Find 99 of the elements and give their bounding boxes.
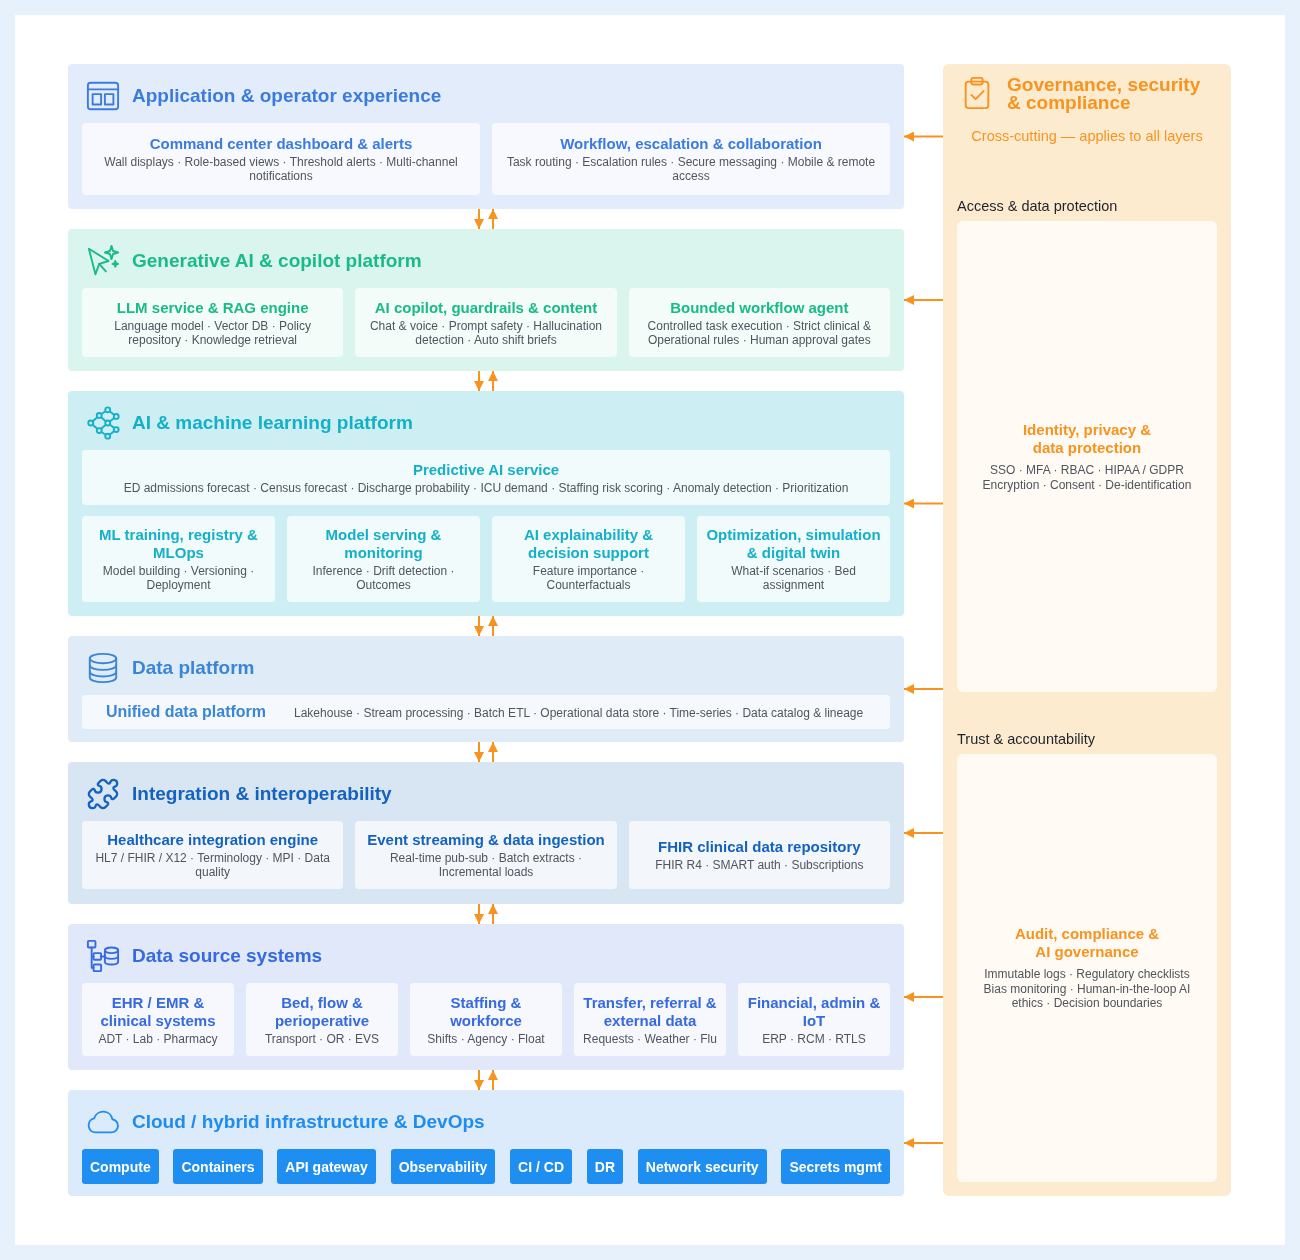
control-title: Audit, compliance & AI governance — [1013, 925, 1161, 962]
layer-panel — [68, 924, 904, 1070]
card-description: Lakehouse · Stream processing · Batch ETL · Operational data store · Time-series · Data catalog & lineage — [294, 706, 864, 720]
arrow — [488, 370, 498, 392]
control-title: Identity, privacy & data protection — [1021, 421, 1153, 457]
layer-title: AI & machine learning platform — [132, 412, 413, 434]
component-card — [287, 516, 480, 602]
layer-title: Integration & interoperability — [132, 783, 392, 805]
arrow — [474, 208, 484, 230]
service-tag: Observability — [390, 1149, 496, 1184]
card-description: Controlled task execution · Strict clinical & Operational rules · Human approval gates — [646, 318, 873, 347]
layer-panel — [68, 229, 904, 371]
card-title: Command center dashboard & alerts — [149, 135, 413, 153]
card-title: Predictive AI service — [412, 460, 560, 479]
component-card — [628, 288, 890, 357]
arrow — [488, 741, 498, 763]
card-title: Optimization, simulation & digital twin — [705, 526, 882, 562]
card-description: Real-time pub-sub · Batch extracts · Incremental loads — [388, 851, 584, 879]
card-description: Requests · Weather · Flu — [583, 1031, 717, 1046]
layer-title: Cloud / hybrid infrastructure & DevOps — [132, 1111, 485, 1133]
layer-panel — [68, 64, 904, 209]
card-description: Task routing · Escalation rules · Secure messaging · Mobile & remote access — [505, 155, 877, 183]
card-title: Bounded workflow agent — [670, 298, 849, 317]
card-title: ML training, registry & MLOps — [98, 526, 259, 562]
card-title: Model serving & monitoring — [324, 526, 443, 562]
service-tag: Containers — [173, 1149, 263, 1184]
arrow — [474, 903, 484, 925]
layer-title: Application & operator experience — [132, 85, 442, 107]
card-description: HL7 / FHIR / X12 · Terminology · MPI · Data quality — [94, 851, 331, 879]
component-card — [82, 450, 890, 505]
arrow — [903, 684, 944, 694]
card-description: ERP · RCM · RTLS — [762, 1031, 866, 1046]
governance-panel — [943, 64, 1231, 1196]
card-description: FHIR R4 · SMART auth · Subscriptions — [655, 858, 864, 872]
arrow — [903, 1138, 944, 1148]
service-tag: Network security — [637, 1149, 767, 1184]
component-card — [355, 821, 617, 889]
card-description: Language model · Vector DB · Policy repository · Knowledge retrieval — [113, 318, 313, 347]
card-title: Healthcare integration engine — [107, 831, 319, 849]
arrow — [488, 1069, 498, 1091]
card-title: Financial, admin & IoT — [746, 993, 882, 1030]
arrow — [474, 1069, 484, 1091]
arrow — [903, 295, 944, 305]
card-description: What-if scenarios · Bed assignment — [730, 564, 857, 592]
arrow — [474, 741, 484, 763]
card-description: Feature importance · Counterfactuals — [531, 564, 646, 592]
service-tag: Secrets mgmt — [781, 1149, 890, 1184]
arrow — [903, 992, 944, 1002]
layer-panel — [68, 391, 904, 616]
card-title: Transfer, referral & external data — [582, 993, 718, 1030]
component-card — [82, 516, 275, 602]
arrow — [488, 208, 498, 230]
control-description: SSO · MFA · RBAC · HIPAA / GDPR Encryption · Consent · De-identification — [981, 463, 1193, 492]
component-card — [628, 821, 890, 889]
card-description: Chat & voice · Prompt safety · Hallucination detection · Auto shift briefs — [368, 318, 604, 347]
component-card — [82, 821, 344, 889]
card-title: Staffing & workforce — [449, 993, 523, 1030]
card-title: LLM service & RAG engine — [116, 298, 309, 317]
card-title: Event streaming & data ingestion — [367, 831, 605, 849]
layer-title: Data source systems — [132, 945, 323, 967]
layer-panel — [68, 1090, 904, 1196]
arrow — [903, 828, 944, 838]
arrow — [903, 498, 944, 509]
card-title: Bed, flow & perioperative — [273, 993, 371, 1030]
card-title: Unified data platform — [106, 703, 266, 721]
card-description: ED admissions forecast · Census forecast · Discharge probability · ICU demand · Staffing risk scoring · Anomaly detection · Prioritization — [123, 480, 849, 495]
component-card — [492, 516, 685, 602]
arrow — [903, 131, 944, 142]
component-card — [697, 516, 890, 602]
component-card — [355, 288, 617, 357]
card-description: ADT · Lab · Pharmacy — [98, 1031, 218, 1046]
service-tag: API gateway — [277, 1149, 376, 1184]
card-description: Inference · Drift detection · Outcomes — [311, 564, 456, 592]
component-card — [82, 288, 344, 357]
arrow — [488, 615, 498, 637]
layer-panel — [68, 762, 904, 904]
governance-title: Governance, security & compliance — [1007, 76, 1202, 112]
layer-panel — [68, 636, 904, 742]
service-tag: CI / CD — [510, 1149, 572, 1184]
card-description: Shifts · Agency · Float — [427, 1031, 545, 1046]
arrow — [488, 903, 498, 925]
arrow — [474, 370, 484, 392]
layer-title: Data platform — [132, 657, 255, 679]
card-title: AI explainability & decision support — [522, 526, 655, 562]
control-description: Immutable logs · Regulatory checklists Bias monitoring · Human-in-the-loop AI ethics · Decision boundaries — [982, 967, 1192, 1011]
group-heading: Trust & accountability — [957, 730, 1096, 749]
card-title: AI copilot, guardrails & content — [374, 298, 598, 317]
card-title: Workflow, escalation & collaboration — [560, 135, 822, 153]
card-title: FHIR clinical data repository — [658, 838, 861, 856]
service-tag: Compute — [82, 1149, 159, 1184]
group-heading: Access & data protection — [957, 197, 1118, 216]
card-description: Model building · Versioning · Deployment — [101, 564, 256, 592]
service-tag: DR — [586, 1149, 623, 1184]
governance-subtitle: Cross-cutting — applies to all layers — [971, 127, 1203, 145]
layer-title: Generative AI & copilot platform — [132, 250, 422, 272]
arrow — [474, 615, 484, 637]
card-description: Wall displays · Role-based views · Threshold alerts · Multi-channel notifications — [103, 155, 459, 183]
card-title: EHR / EMR & clinical systems — [99, 993, 217, 1030]
card-description: Transport · OR · EVS — [264, 1031, 380, 1046]
